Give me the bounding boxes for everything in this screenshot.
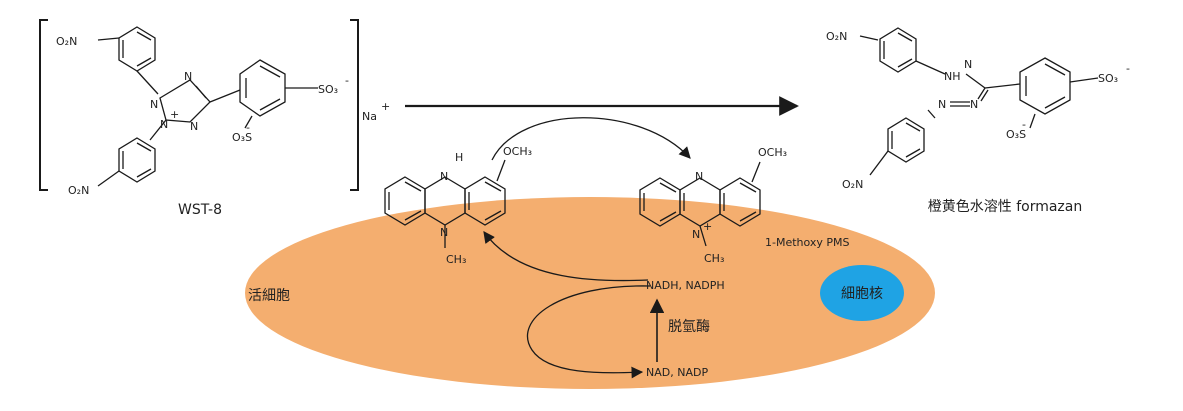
formazan-no2-bottom: O₂N — [842, 178, 863, 191]
oxidized-pms-methoxy: OCH₃ — [758, 146, 787, 159]
wst8-ring-top — [118, 26, 156, 72]
wst8-so3-right-charge: - — [345, 74, 349, 87]
formazan-ring-sulfo — [1019, 57, 1071, 115]
formazan-so3-right-charge: - — [1126, 62, 1130, 75]
formazan-ring-bottom — [887, 117, 925, 163]
oxidized-pms-methyl: CH₃ — [704, 252, 724, 265]
cell-nucleus — [820, 265, 904, 321]
living-cell-label: 活細胞 — [248, 288, 290, 304]
wst8-n4: N — [160, 118, 168, 131]
reduced-pms-n-bottom: N — [440, 226, 448, 239]
wst8-name: WST-8 — [178, 202, 222, 218]
arrow-nadh-to-nad — [526, 285, 651, 379]
oxidized-pms-plus: + — [703, 220, 712, 233]
wst8-counter-charge: + — [381, 100, 390, 113]
wst8-counter-ion: Na — [362, 110, 377, 123]
reduced-pms-methoxy: OCH₃ — [503, 145, 532, 158]
reduced-pms-h: H — [455, 151, 463, 164]
formazan-so3-left-charge: - — [1022, 118, 1026, 131]
formazan-nh: NH — [944, 70, 961, 83]
formazan-n-a: N — [938, 98, 946, 111]
wst8-no2-bottom: O₂N — [68, 184, 89, 197]
nad-label: NAD, NADP — [646, 366, 708, 379]
oxidized-pms-n-bottom: N — [692, 228, 700, 241]
formazan-so3-right: SO₃ — [1098, 72, 1118, 85]
wst8-n3: N — [190, 120, 198, 133]
wst8-brackets — [39, 19, 359, 191]
reduced-pms-n-top: N — [440, 170, 448, 183]
wst8-structure — [97, 26, 318, 187]
reduced-pms-structure — [384, 159, 506, 248]
formazan-ring-top — [879, 27, 917, 73]
reduced-pms-methyl: CH₃ — [446, 253, 466, 266]
wst8-so3-left: O₃S — [232, 131, 252, 144]
wst8-n2: N — [184, 70, 192, 83]
formazan-structure — [859, 27, 1099, 176]
wst8-ring-sulfo — [239, 59, 286, 117]
living-cell — [245, 197, 935, 389]
dehydrogenase-label: 脱氫酶 — [668, 319, 710, 335]
wst8-n1: N — [150, 98, 158, 111]
formazan-n-b: N — [970, 98, 978, 111]
formazan-labels: O₂N NH N N N O₂N SO₃ - O₃S - 橙黄色水溶性 form… — [826, 30, 1130, 215]
reduced-pms-labels: H N N CH₃ OCH₃ — [440, 145, 532, 266]
wst8-so3-left-charge: - — [246, 121, 250, 134]
formazan-name: 橙黄色水溶性 formazan — [928, 198, 1082, 215]
formazan-no2-top: O₂N — [826, 30, 847, 43]
formazan-so3-left: O₃S — [1006, 128, 1026, 141]
oxidized-pms-n-top: N — [695, 170, 703, 183]
arrow-reduced-to-oxidized — [491, 117, 691, 161]
wst8-tetrazole — [159, 79, 211, 123]
wst8-labels: O₂N N N N N + O₂N SO₃ - O₃S - Na + WST-8 — [56, 35, 390, 218]
wst8-so3-right: SO₃ — [318, 83, 338, 96]
nucleus-label: 細胞核 — [841, 286, 883, 302]
wst8-no2-top: O₂N — [56, 35, 77, 48]
oxidized-pms-structure — [639, 161, 761, 247]
oxidized-pms-name: 1-Methoxy PMS — [765, 236, 850, 249]
formazan-n-top: N — [964, 58, 972, 71]
oxidized-pms-labels: N N + CH₃ OCH₃ 1-Methoxy PMS — [692, 146, 850, 265]
wst8-ring-bottom — [118, 137, 156, 183]
nadh-label: NADH, NADPH — [646, 279, 725, 292]
arrow-nadh-to-reduced — [483, 231, 649, 282]
wst8-plus: + — [170, 108, 179, 121]
